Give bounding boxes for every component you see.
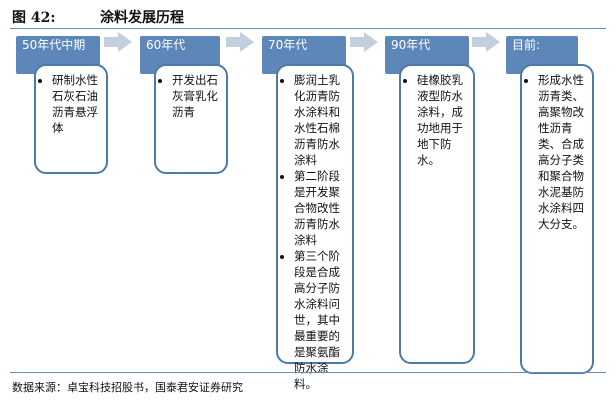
stage-item: 硅橡胶乳液型防水涂料，成功地用于地下防水。 xyxy=(417,72,467,168)
stage-detail-box: 形成水性沥青类、高聚物改性沥青类、合成高分子类和聚合物水泥基防水涂料四大分支。 xyxy=(520,64,594,374)
stage-90s: 90年代 硅橡胶乳液型防水涂料，成功地用于地下防水。 xyxy=(385,36,475,364)
source-note: 数据来源：卓宝科技招股书，国泰君安证券研究 xyxy=(12,381,243,394)
stage-item: 形成水性沥青类、高聚物改性沥青类、合成高分子类和聚合物水泥基防水涂料四大分支。 xyxy=(538,72,586,232)
stage-50s: 50年代中期 研制水性石灰石油沥青悬浮体 xyxy=(16,36,108,364)
bottom-rule xyxy=(10,372,606,373)
stage-70s: 70年代 膨润土乳化沥青防水涂料和水性石棉沥青防水涂料 第二阶段是开发聚合物改性… xyxy=(262,36,354,391)
stage-detail-box: 膨润土乳化沥青防水涂料和水性石棉沥青防水涂料 第二阶段是开发聚合物改性沥青防水涂… xyxy=(276,64,354,391)
stage-detail-box: 开发出石灰膏乳化沥青 xyxy=(154,64,228,174)
stage-60s: 60年代 开发出石灰膏乳化沥青 xyxy=(140,36,228,364)
top-rule xyxy=(10,28,606,29)
stage-detail-box: 硅橡胶乳液型防水涂料，成功地用于地下防水。 xyxy=(399,64,475,364)
stage-item: 第二阶段是开发聚合物改性沥青防水涂料 xyxy=(294,168,346,248)
figure-label: 图 42: xyxy=(12,10,56,26)
stage-current: 目前: 形成水性沥青类、高聚物改性沥青类、合成高分子类和聚合物水泥基防水涂料四大… xyxy=(506,36,594,374)
figure-title-row: 图 42: 涂料发展历程 xyxy=(12,7,602,27)
stage-item: 研制水性石灰石油沥青悬浮体 xyxy=(52,72,100,136)
stage-detail-box: 研制水性石灰石油沥青悬浮体 xyxy=(34,64,108,174)
stage-item: 第三个阶段是合成高分子防水涂料问世，其中最重要的是聚氨酯防水涂料。 xyxy=(294,248,346,392)
stage-item: 膨润土乳化沥青防水涂料和水性石棉沥青防水涂料 xyxy=(294,72,346,168)
figure-title: 涂料发展历程 xyxy=(100,10,184,26)
stage-item: 开发出石灰膏乳化沥青 xyxy=(172,72,220,120)
